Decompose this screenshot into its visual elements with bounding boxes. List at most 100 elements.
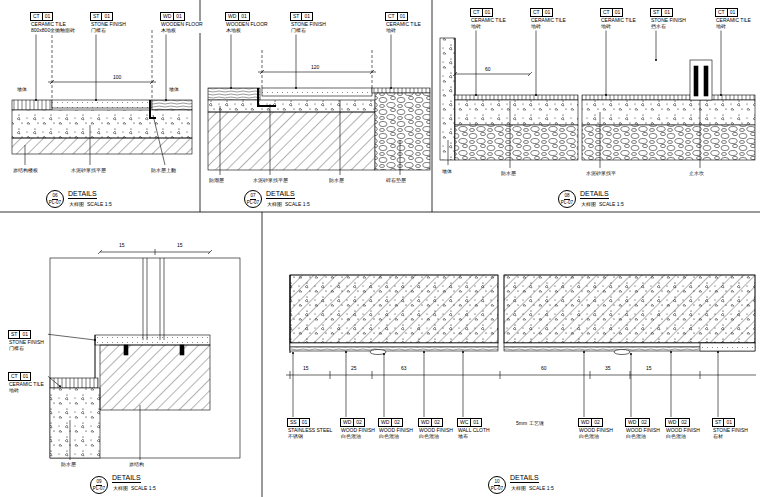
annotation: 墙体: [441, 168, 453, 174]
detail-title: DETAILS: [112, 474, 141, 483]
annotation: 大样图: [510, 485, 527, 491]
detail-06-part: [150, 80, 154, 84]
annotation: 墙体: [168, 86, 180, 92]
callout-tag: ST01: [8, 330, 31, 339]
detail-10-part: [590, 371, 591, 379]
material-code: CT: [531, 9, 543, 16]
annotation: 防潮层: [208, 177, 225, 183]
material-note: 木地板: [160, 27, 204, 33]
detail-index-circle: 10PL-07: [488, 476, 506, 494]
material-code: WD: [341, 419, 354, 426]
detail-09-part: [155, 249, 156, 255]
detail-09-part: [95, 335, 96, 378]
leader-dot: [59, 385, 61, 387]
leader-line: [718, 352, 719, 417]
leader-line: [166, 35, 167, 101]
material-callout: WD02WOOD FINISH白色混油: [578, 418, 614, 439]
callout-number: 01: [43, 13, 53, 20]
callout-number: 02: [592, 419, 602, 426]
material-note: 墙布: [457, 433, 491, 439]
callout-number: 01: [398, 13, 408, 20]
annotation: 60: [540, 365, 548, 371]
callout-number: 01: [174, 13, 184, 20]
detail-07-part: [258, 72, 376, 73]
detail-07-part: [220, 106, 221, 175]
material-callout: WD02WOOD FINISH白色混油: [340, 418, 376, 439]
material-note: 白色混油: [578, 433, 614, 439]
leader-dot: [720, 94, 722, 96]
leader-line: [391, 35, 392, 89]
detail-06-part: [52, 100, 152, 108]
callout-tag: CT01: [8, 372, 31, 381]
annotation: 15: [645, 365, 653, 371]
sheet-frame-part: [262, 212, 263, 497]
material-code: WD: [579, 419, 592, 426]
detail-08-part: [448, 140, 449, 165]
material-note: 白色混油: [665, 433, 701, 439]
material-code: CT: [9, 373, 21, 380]
leader-line: [48, 334, 95, 340]
detail-10: [286, 275, 756, 379]
material-note: 白色混油: [340, 433, 376, 439]
detail-10-part: [290, 275, 291, 353]
callout-number: 01: [102, 13, 112, 20]
annotation: 防水层上翻: [150, 167, 177, 173]
detail-08-part: [694, 66, 698, 96]
material-callout: ST01STONE FINISH挡水石: [650, 8, 687, 29]
callout-number: 01: [543, 9, 553, 16]
callout-number: 02: [679, 419, 689, 426]
leader-line: [384, 354, 385, 417]
detail-06-part: [152, 30, 153, 100]
leader-line: [231, 35, 232, 89]
annotation: 水泥砂浆找平层: [252, 177, 289, 183]
detail-06-part: [152, 100, 192, 110]
callout-number: 01: [21, 373, 31, 380]
material-callout: ST01STONE FINISH门槛石: [290, 12, 327, 33]
callout-tag: CT01: [530, 8, 553, 17]
leader-line: [606, 31, 607, 96]
detail-07-part: [372, 50, 373, 88]
material-callout: CT01CERAMIC TILE地砖: [385, 12, 422, 33]
leader-line: [671, 352, 672, 417]
callout-tag: WD02: [378, 418, 403, 427]
material-callout: CT01CERAMIC TILE地砖: [600, 8, 637, 29]
detail-07-part: [375, 93, 430, 170]
detail-number: 09: [96, 479, 101, 485]
material-code: CT: [471, 9, 483, 16]
detail-08-part: [600, 112, 601, 168]
detail-09-part: [70, 420, 71, 460]
material-callout: ST01STONE FINISH门槛石: [8, 330, 45, 351]
material-code: WD: [626, 419, 639, 426]
detail-09-part: [164, 258, 165, 340]
leader-dot: [94, 339, 96, 341]
annotation: 15: [118, 242, 126, 248]
callout-number: 01: [728, 9, 738, 16]
detail-09-part: [140, 405, 141, 460]
detail-06-part: [90, 125, 91, 165]
sheet-number: PL-07: [491, 486, 503, 491]
material-callout: CT01CERAMIC TILE地砖: [8, 372, 45, 393]
material-note: 地砖: [530, 23, 567, 29]
annotation: 25: [350, 365, 358, 371]
detail-09-part: [124, 345, 128, 355]
leader-line: [48, 376, 60, 386]
detail-08-part: [510, 101, 511, 168]
detail-10-part: [372, 371, 373, 379]
leader-dot: [535, 94, 537, 96]
material-note: 白色混油: [418, 433, 454, 439]
leader-line: [96, 35, 97, 101]
leader-line: [36, 35, 37, 101]
material-note: 木地板: [225, 27, 269, 33]
material-note: 门槛石: [290, 27, 327, 33]
material-callout: ST01STONE FINISH门槛石: [90, 12, 127, 33]
detail-08-part: [453, 72, 457, 76]
annotation: SCALE 1:5: [528, 485, 555, 491]
material-callout: WD02WOOD FINISH白色混油: [625, 418, 661, 439]
annotation: 碎石垫层: [385, 177, 407, 183]
detail-08-part: [582, 100, 755, 125]
material-note: 地砖: [470, 23, 507, 29]
annotation: 水泥砂浆找平: [585, 170, 617, 176]
leader-line: [536, 31, 537, 96]
leader-dot: [383, 353, 385, 355]
